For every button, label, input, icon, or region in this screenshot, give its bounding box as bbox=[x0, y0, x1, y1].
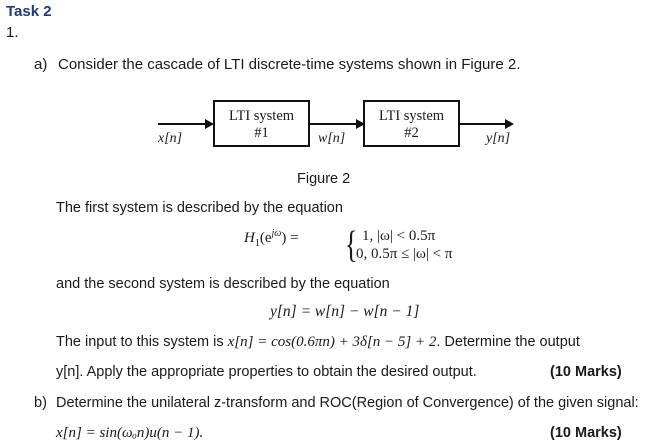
system1-equation-lhs: H1(ejω) = bbox=[244, 228, 299, 249]
lti-system-2-block: LTI system #2 bbox=[363, 100, 460, 147]
system1-description: The first system is described by the equ… bbox=[56, 200, 343, 216]
block1-title: LTI system bbox=[228, 108, 295, 124]
figure-caption: Figure 2 bbox=[297, 171, 351, 187]
block2-number: #2 bbox=[404, 125, 419, 141]
part-a-label: a) bbox=[34, 56, 48, 73]
intermediate-arrow bbox=[310, 119, 365, 129]
system2-equation: y[n] = w[n] − w[n − 1] bbox=[270, 303, 420, 320]
output-signal-label: y[n] bbox=[486, 131, 511, 146]
output-arrow bbox=[460, 119, 514, 129]
part-b-equation: x[n] = sin(ωₒn)u(n − 1). bbox=[56, 425, 204, 441]
question-number: 1. bbox=[6, 24, 19, 41]
part-a-marks: (10 Marks) bbox=[550, 364, 622, 380]
block1-number: #1 bbox=[254, 125, 269, 141]
part-b-text: Determine the unilateral z-transform and… bbox=[56, 395, 639, 411]
lti-system-1-block: LTI system #1 bbox=[213, 100, 310, 147]
system1-case-2: 0, 0.5π ≤ |ω| < π bbox=[356, 246, 453, 262]
part-b-marks: (10 Marks) bbox=[550, 425, 622, 441]
part-b-label: b) bbox=[34, 395, 47, 411]
system1-case-1: 1, |ω| < 0.5π bbox=[362, 228, 436, 244]
part-a-instruction: y[n]. Apply the appropriate properties t… bbox=[56, 364, 477, 380]
system2-description: and the second system is described by th… bbox=[56, 276, 390, 292]
part-b-question: b) Determine the unilateral z-transform a… bbox=[34, 395, 639, 411]
block2-title: LTI system bbox=[378, 108, 445, 124]
intermediate-signal-label: w[n] bbox=[318, 131, 346, 146]
task-title: Task 2 bbox=[6, 3, 52, 20]
piecewise-brace: { bbox=[344, 224, 358, 266]
input-signal-label: x[n] bbox=[158, 131, 183, 146]
input-equation: x[n] = cos(0.6πn) + 3δ[n − 5] + 2 bbox=[227, 334, 437, 350]
part-a-intro-text: Consider the cascade of LTI discrete-tim… bbox=[58, 56, 521, 73]
input-arrow bbox=[158, 119, 214, 129]
part-a-intro: a) Consider the cascade of LTI discrete-t… bbox=[34, 56, 520, 73]
input-description: The input to this system is x[n] = cos(0… bbox=[56, 334, 580, 350]
